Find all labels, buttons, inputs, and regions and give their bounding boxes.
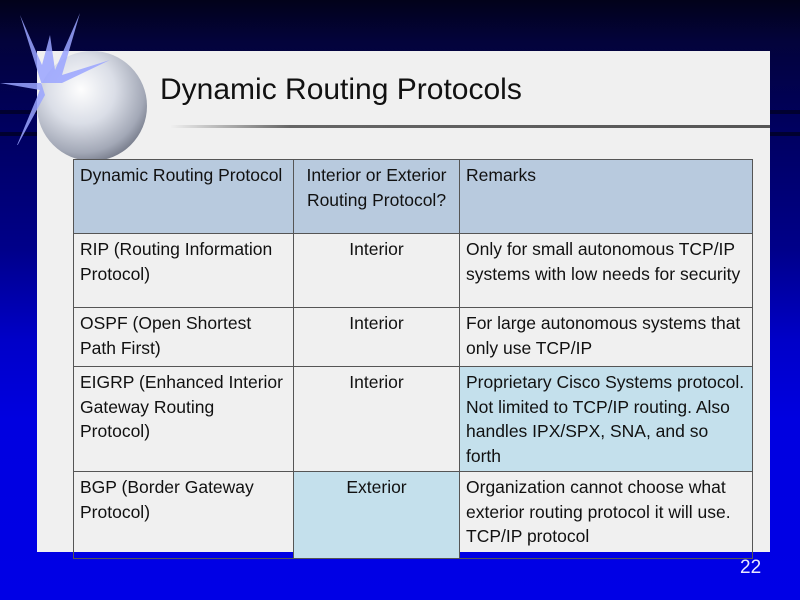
type-cell: Interior <box>293 233 460 308</box>
header-remarks: Remarks <box>459 159 753 234</box>
protocol-cell: BGP (Border Gateway Protocol) <box>73 471 294 559</box>
header-type: Interior or Exterior Routing Protocol? <box>293 159 460 234</box>
header-protocol: Dynamic Routing Protocol <box>73 159 294 234</box>
starburst-icon <box>0 13 110 145</box>
remarks-cell: For large autonomous systems that only u… <box>459 307 753 367</box>
title-underline <box>170 125 770 128</box>
page-number: 22 <box>740 557 762 578</box>
type-cell: Interior <box>293 366 460 472</box>
table-header-row: Dynamic Routing Protocol Interior or Ext… <box>73 159 753 234</box>
remarks-cell: Only for small autonomous TCP/IP systems… <box>459 233 753 308</box>
type-cell: Interior <box>293 307 460 367</box>
table-row: RIP (Routing Information Protocol) Inter… <box>73 233 753 308</box>
table-row: OSPF (Open Shortest Path First) Interior… <box>73 307 753 367</box>
remarks-cell: Proprietary Cisco Systems protocol. Not … <box>459 366 753 472</box>
slide-title: Dynamic Routing Protocols <box>160 73 522 106</box>
table-row: EIGRP (Enhanced Interior Gateway Routing… <box>73 366 753 472</box>
table-row: BGP (Border Gateway Protocol) Exterior O… <box>73 471 753 559</box>
type-cell: Exterior <box>293 471 460 559</box>
protocol-cell: EIGRP (Enhanced Interior Gateway Routing… <box>73 366 294 472</box>
protocol-cell: OSPF (Open Shortest Path First) <box>73 307 294 367</box>
remarks-cell: Organization cannot choose what exterior… <box>459 471 753 559</box>
protocol-cell: RIP (Routing Information Protocol) <box>73 233 294 308</box>
protocols-table: Dynamic Routing Protocol Interior or Ext… <box>73 159 753 559</box>
